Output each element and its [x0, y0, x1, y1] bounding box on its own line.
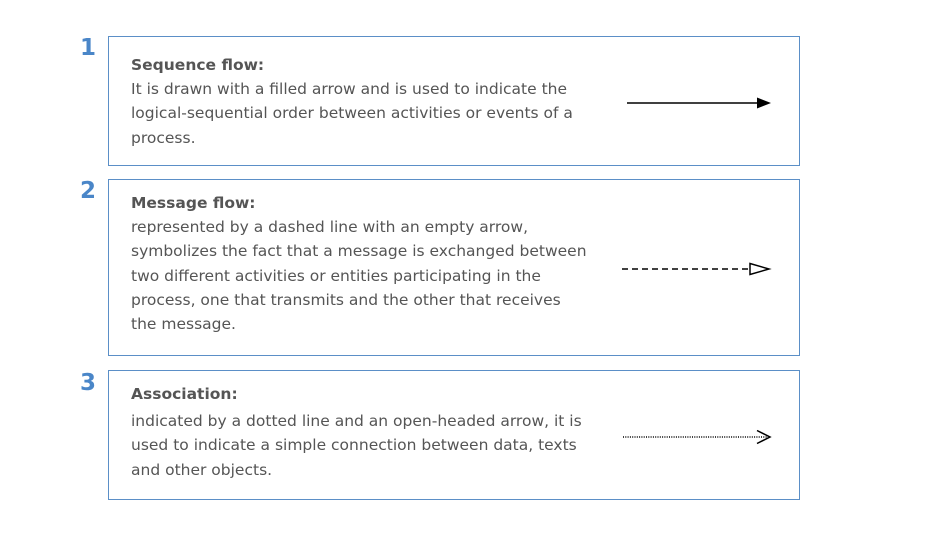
sequence-flow-title: Sequence flow: — [131, 56, 265, 74]
item-number-1: 1 — [80, 35, 97, 61]
message-flow-text: Message flow: represented by a dashed li… — [131, 191, 591, 336]
message-flow-card: Message flow: represented by a dashed li… — [108, 179, 800, 356]
item-number-2: 2 — [80, 178, 97, 204]
association-card: Association: indicated by a dotted line … — [108, 370, 800, 500]
sequence-flow-text: Sequence flow: It is drawn with a filled… — [131, 53, 591, 150]
association-title: Association: — [131, 385, 238, 403]
sequence-flow-description: It is drawn with a filled arrow and is u… — [131, 80, 573, 147]
message-flow-arrow-icon — [622, 262, 772, 276]
association-description: indicated by a dotted line and an open-h… — [131, 412, 582, 479]
message-flow-description: represented by a dashed line with an emp… — [131, 218, 587, 334]
association-text: Association: indicated by a dotted line … — [131, 382, 591, 482]
message-flow-title: Message flow: — [131, 194, 256, 212]
sequence-flow-arrow-icon — [627, 97, 771, 109]
association-arrow-icon — [623, 429, 772, 445]
sequence-flow-card: Sequence flow: It is drawn with a filled… — [108, 36, 800, 166]
item-number-3: 3 — [80, 370, 97, 396]
